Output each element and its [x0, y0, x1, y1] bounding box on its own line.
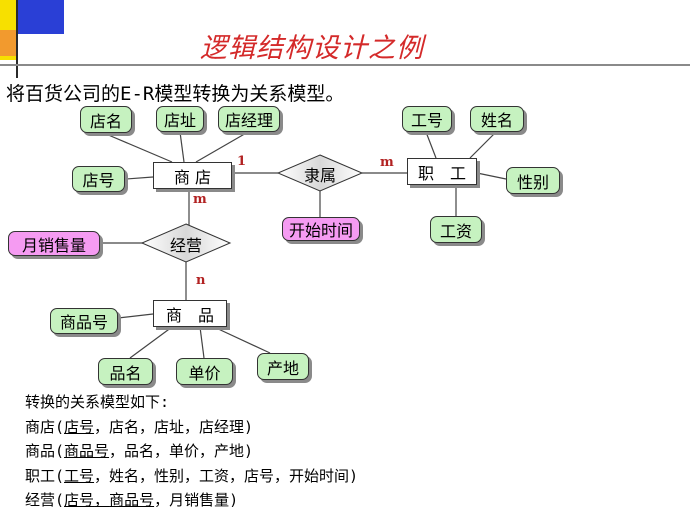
line-unit-price: [199, 326, 205, 359]
entity-employee: 职 工: [407, 158, 477, 185]
attr-gender: 性别: [506, 167, 560, 194]
deco-horizontal-rule: [0, 64, 690, 66]
cardinality-store-belongs: 1: [237, 154, 247, 169]
diamond-operates: [140, 223, 232, 263]
deco-vertical-rule: [16, 0, 18, 78]
relation-store: 商店(店号，店名，店址，店经理): [25, 417, 254, 436]
relation-employee: 职工(工号，姓名，性别，工资，店号，开始时间): [25, 466, 359, 485]
attr-goods-no: 商品号: [50, 308, 118, 334]
pk-emp-no: 工号: [64, 466, 95, 485]
pk-goods-no: 商品号: [64, 442, 110, 460]
line-goods-no: [117, 313, 154, 319]
line-store-addr: [179, 131, 185, 163]
attr-unit-price: 单价: [176, 358, 233, 385]
line-store-no: [125, 176, 154, 180]
entity-store: 商 店: [153, 162, 232, 189]
pk-operates-store-no: 店号: [64, 491, 95, 509]
relationship-belongs: 隶属: [303, 166, 336, 185]
line-store-name: [105, 133, 173, 163]
deco-blue-square: [18, 0, 64, 34]
attr-start-time: 开始时间: [282, 217, 360, 241]
line-emp-no: [425, 131, 437, 159]
relationship-operates: 经营: [169, 236, 202, 255]
attr-store-name: 店名: [80, 106, 132, 133]
attr-origin: 产地: [257, 353, 309, 380]
deco-orange-square: [0, 30, 18, 56]
attr-monthly-sales: 月销售量: [8, 231, 100, 256]
line-store-manager: [195, 131, 249, 163]
pk-store-no: 店号: [64, 417, 95, 436]
attr-store-no: 店号: [72, 166, 125, 192]
connector-lines: [100, 131, 507, 359]
line-gender: [476, 172, 507, 180]
slide-subtitle: 将百货公司的E-R模型转换为关系模型。: [6, 83, 345, 105]
cardinality-goods-operates: n: [196, 273, 206, 288]
relation-goods: 商品(商品号，品名，单价，产地): [25, 442, 254, 460]
relational-model-intro: 转换的关系模型如下:: [25, 393, 170, 411]
attr-product-name: 品名: [98, 358, 153, 385]
cardinality-employee-belongs: m: [380, 155, 394, 170]
attr-store-addr: 店址: [156, 106, 204, 132]
cardinality-store-operates: m: [193, 192, 207, 207]
attr-emp-no: 工号: [402, 106, 452, 132]
diamond-belongs: [276, 154, 364, 192]
relational-model-text: 转换的关系模型如下: 商店(店号，店名，店址，店经理) 商品(商品号，品名，单价…: [25, 390, 358, 513]
slide-title: 逻辑结构设计之例: [200, 33, 424, 64]
attr-store-manager: 店经理: [218, 106, 280, 132]
pk-operates-goods-no: 商品号: [109, 491, 155, 509]
entity-goods: 商 品: [153, 300, 227, 327]
line-origin: [213, 326, 271, 354]
line-product-name: [129, 326, 173, 359]
line-emp-name: [469, 131, 497, 159]
attr-emp-name: 姓名: [470, 106, 524, 132]
relation-operates: 经营(店号，商品号，月销售量): [25, 491, 239, 509]
attr-salary: 工资: [430, 216, 482, 243]
